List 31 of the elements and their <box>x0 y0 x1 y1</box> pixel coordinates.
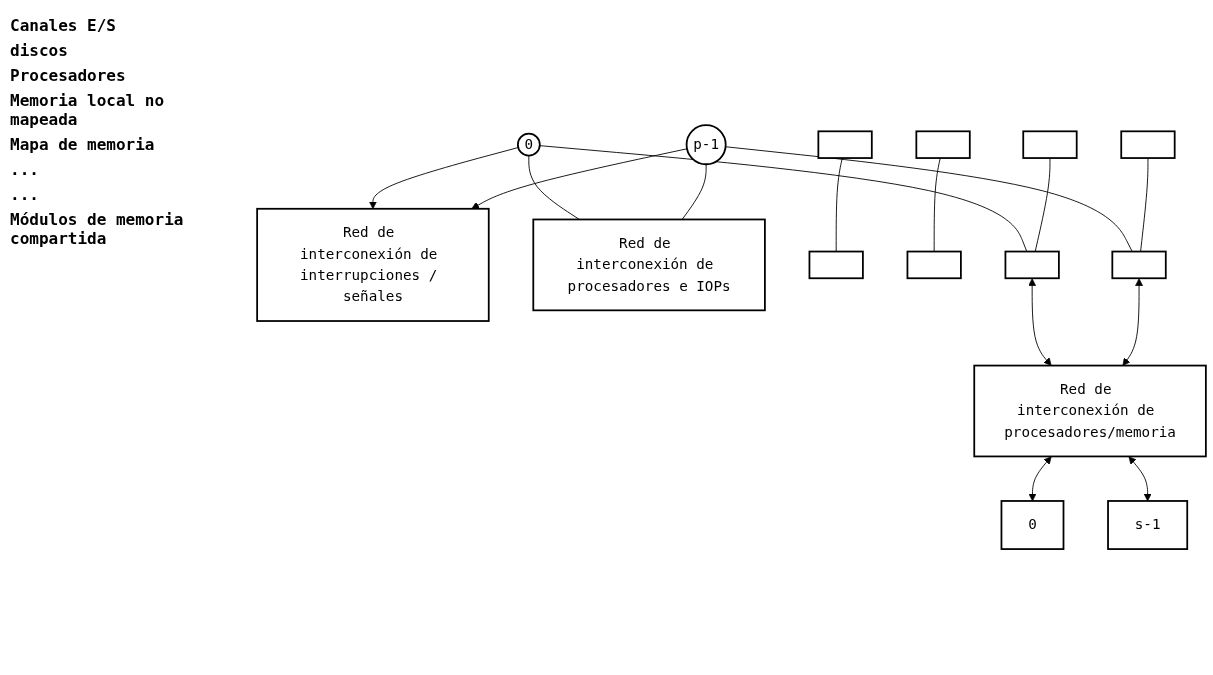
node-box: s-1 <box>1107 500 1189 551</box>
note-label: Mapa de memoria <box>10 135 156 154</box>
node-box <box>915 130 971 160</box>
note-label: ... <box>10 160 40 179</box>
note-label: Módulos de memoria compartida <box>10 210 185 248</box>
note-label: Procesadores <box>10 66 127 85</box>
node-box <box>1004 251 1060 280</box>
node-box <box>1120 130 1176 160</box>
node-box: Red de interconexión de procesadores/memoria <box>973 365 1207 458</box>
note-label: ... <box>10 185 40 204</box>
connector <box>933 158 941 253</box>
node-box: Red de interconexión de interrupciones / señales <box>256 208 490 323</box>
note-label: Memoria local no mapeada <box>10 91 166 129</box>
node-box <box>906 251 962 280</box>
connector <box>835 158 843 253</box>
node-box: 0 <box>1000 500 1065 551</box>
node-box: Red de interconexión de procesadores e IOPs <box>532 218 766 312</box>
node-circle: p-1 <box>685 124 727 166</box>
node-box <box>808 251 864 280</box>
connector <box>725 146 1133 253</box>
node-box <box>1111 251 1167 280</box>
connector <box>528 155 580 221</box>
connector <box>1140 158 1149 253</box>
note-label: Canales E/S <box>10 16 117 35</box>
node-box <box>1022 130 1078 160</box>
connector <box>1034 158 1051 253</box>
connector <box>681 164 707 221</box>
note-label: discos <box>10 41 69 60</box>
node-circle: 0 <box>516 133 541 157</box>
node-box <box>817 130 873 160</box>
connector <box>539 145 1028 253</box>
